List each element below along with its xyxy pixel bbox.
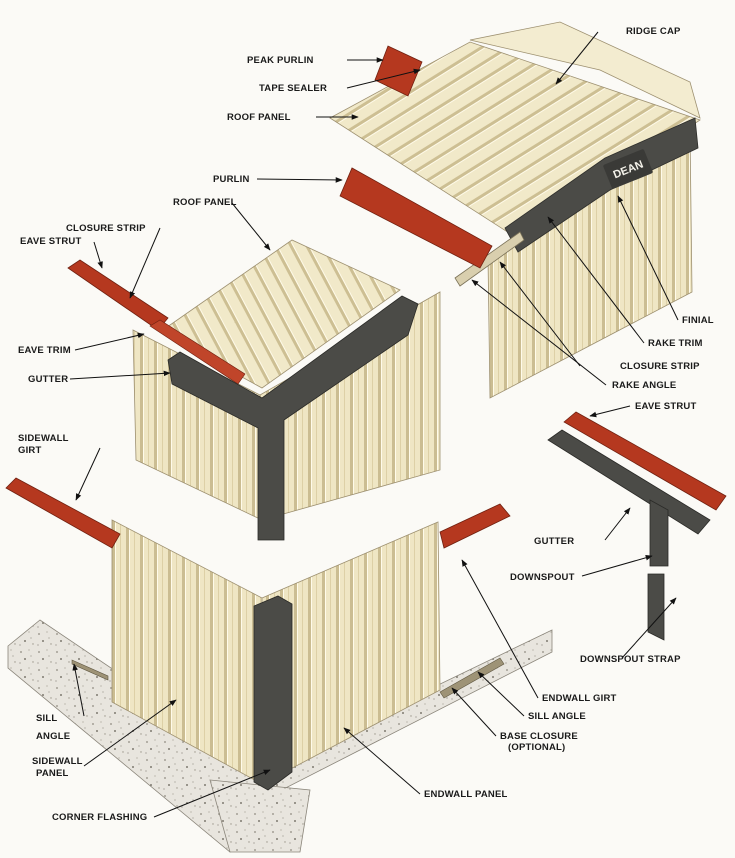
label-roof-panel-top: ROOF PANEL xyxy=(227,112,291,123)
label-rake-trim: RAKE TRIM xyxy=(648,338,703,349)
label-sidewall-girt-2: GIRT xyxy=(18,445,42,456)
concrete-footing xyxy=(209,779,311,853)
gutter-middle xyxy=(167,295,419,541)
label-base-closure-1: BASE CLOSURE xyxy=(500,731,578,742)
label-corner-flashing: CORNER FLASHING xyxy=(52,812,147,823)
roof-panels-upper xyxy=(329,41,701,241)
eave-assembly xyxy=(67,239,441,541)
label-closure-strip-right: CLOSURE STRIP xyxy=(620,361,700,372)
label-sill-angle-right: SILL ANGLE xyxy=(528,711,586,722)
brand-logo-plate xyxy=(603,149,653,189)
label-sill-angle-left-2: ANGLE xyxy=(36,731,70,742)
label-sidewall-girt-1: SIDEWALL xyxy=(18,433,69,444)
eave-trim-strip xyxy=(149,319,246,385)
label-endwall-girt: ENDWALL GIRT xyxy=(542,693,617,704)
label-roof-panel-mid: ROOF PANEL xyxy=(173,197,237,208)
label-closure-strip-left: CLOSURE STRIP xyxy=(66,223,146,234)
label-purlin: PURLIN xyxy=(213,174,250,185)
sidewall-girt xyxy=(5,477,121,549)
downspout xyxy=(649,499,669,567)
label-base-closure-2: (OPTIONAL) xyxy=(508,742,565,753)
rake-angle xyxy=(454,231,525,287)
corner-flashing xyxy=(253,595,293,791)
purlin xyxy=(339,167,493,269)
label-eave-strut-left: EAVE STRUT xyxy=(20,236,81,247)
label-finial: FINIAL xyxy=(682,315,714,326)
label-ridge-cap: RIDGE CAP xyxy=(626,26,681,37)
label-peak-purlin: PEAK PURLIN xyxy=(247,55,314,66)
gutter-downspout-assembly xyxy=(547,411,727,641)
label-gutter-left: GUTTER xyxy=(28,374,68,385)
leader-lines xyxy=(69,31,679,818)
label-tape-sealer: TAPE SEALER xyxy=(259,83,327,94)
gutter-right xyxy=(547,429,711,535)
label-rake-angle: RAKE ANGLE xyxy=(612,380,676,391)
endwall-girt xyxy=(439,503,511,549)
downspout-strap xyxy=(647,573,665,641)
eave-strut-middle xyxy=(67,259,169,331)
label-eave-trim: EAVE TRIM xyxy=(18,345,71,356)
label-eave-strut-right: EAVE STRUT xyxy=(635,401,696,412)
label-downspout-strap: DOWNSPOUT STRAP xyxy=(580,654,681,665)
sill-angle-left xyxy=(71,659,109,681)
ridge-cap xyxy=(469,21,701,119)
labels: PEAK PURLIN TAPE SEALER ROOF PANEL RIDGE… xyxy=(18,26,714,823)
label-sill-angle-left-1: SILL xyxy=(36,713,57,724)
eave-strut-right xyxy=(563,411,727,511)
label-sidewall-panel-1: SIDEWALL xyxy=(32,756,83,767)
foundation-assembly xyxy=(5,477,553,853)
label-gutter-right: GUTTER xyxy=(534,536,574,547)
label-sidewall-panel-2: PANEL xyxy=(36,768,69,779)
label-endwall-panel: ENDWALL PANEL xyxy=(424,789,508,800)
label-downspout: DOWNSPOUT xyxy=(510,572,575,583)
